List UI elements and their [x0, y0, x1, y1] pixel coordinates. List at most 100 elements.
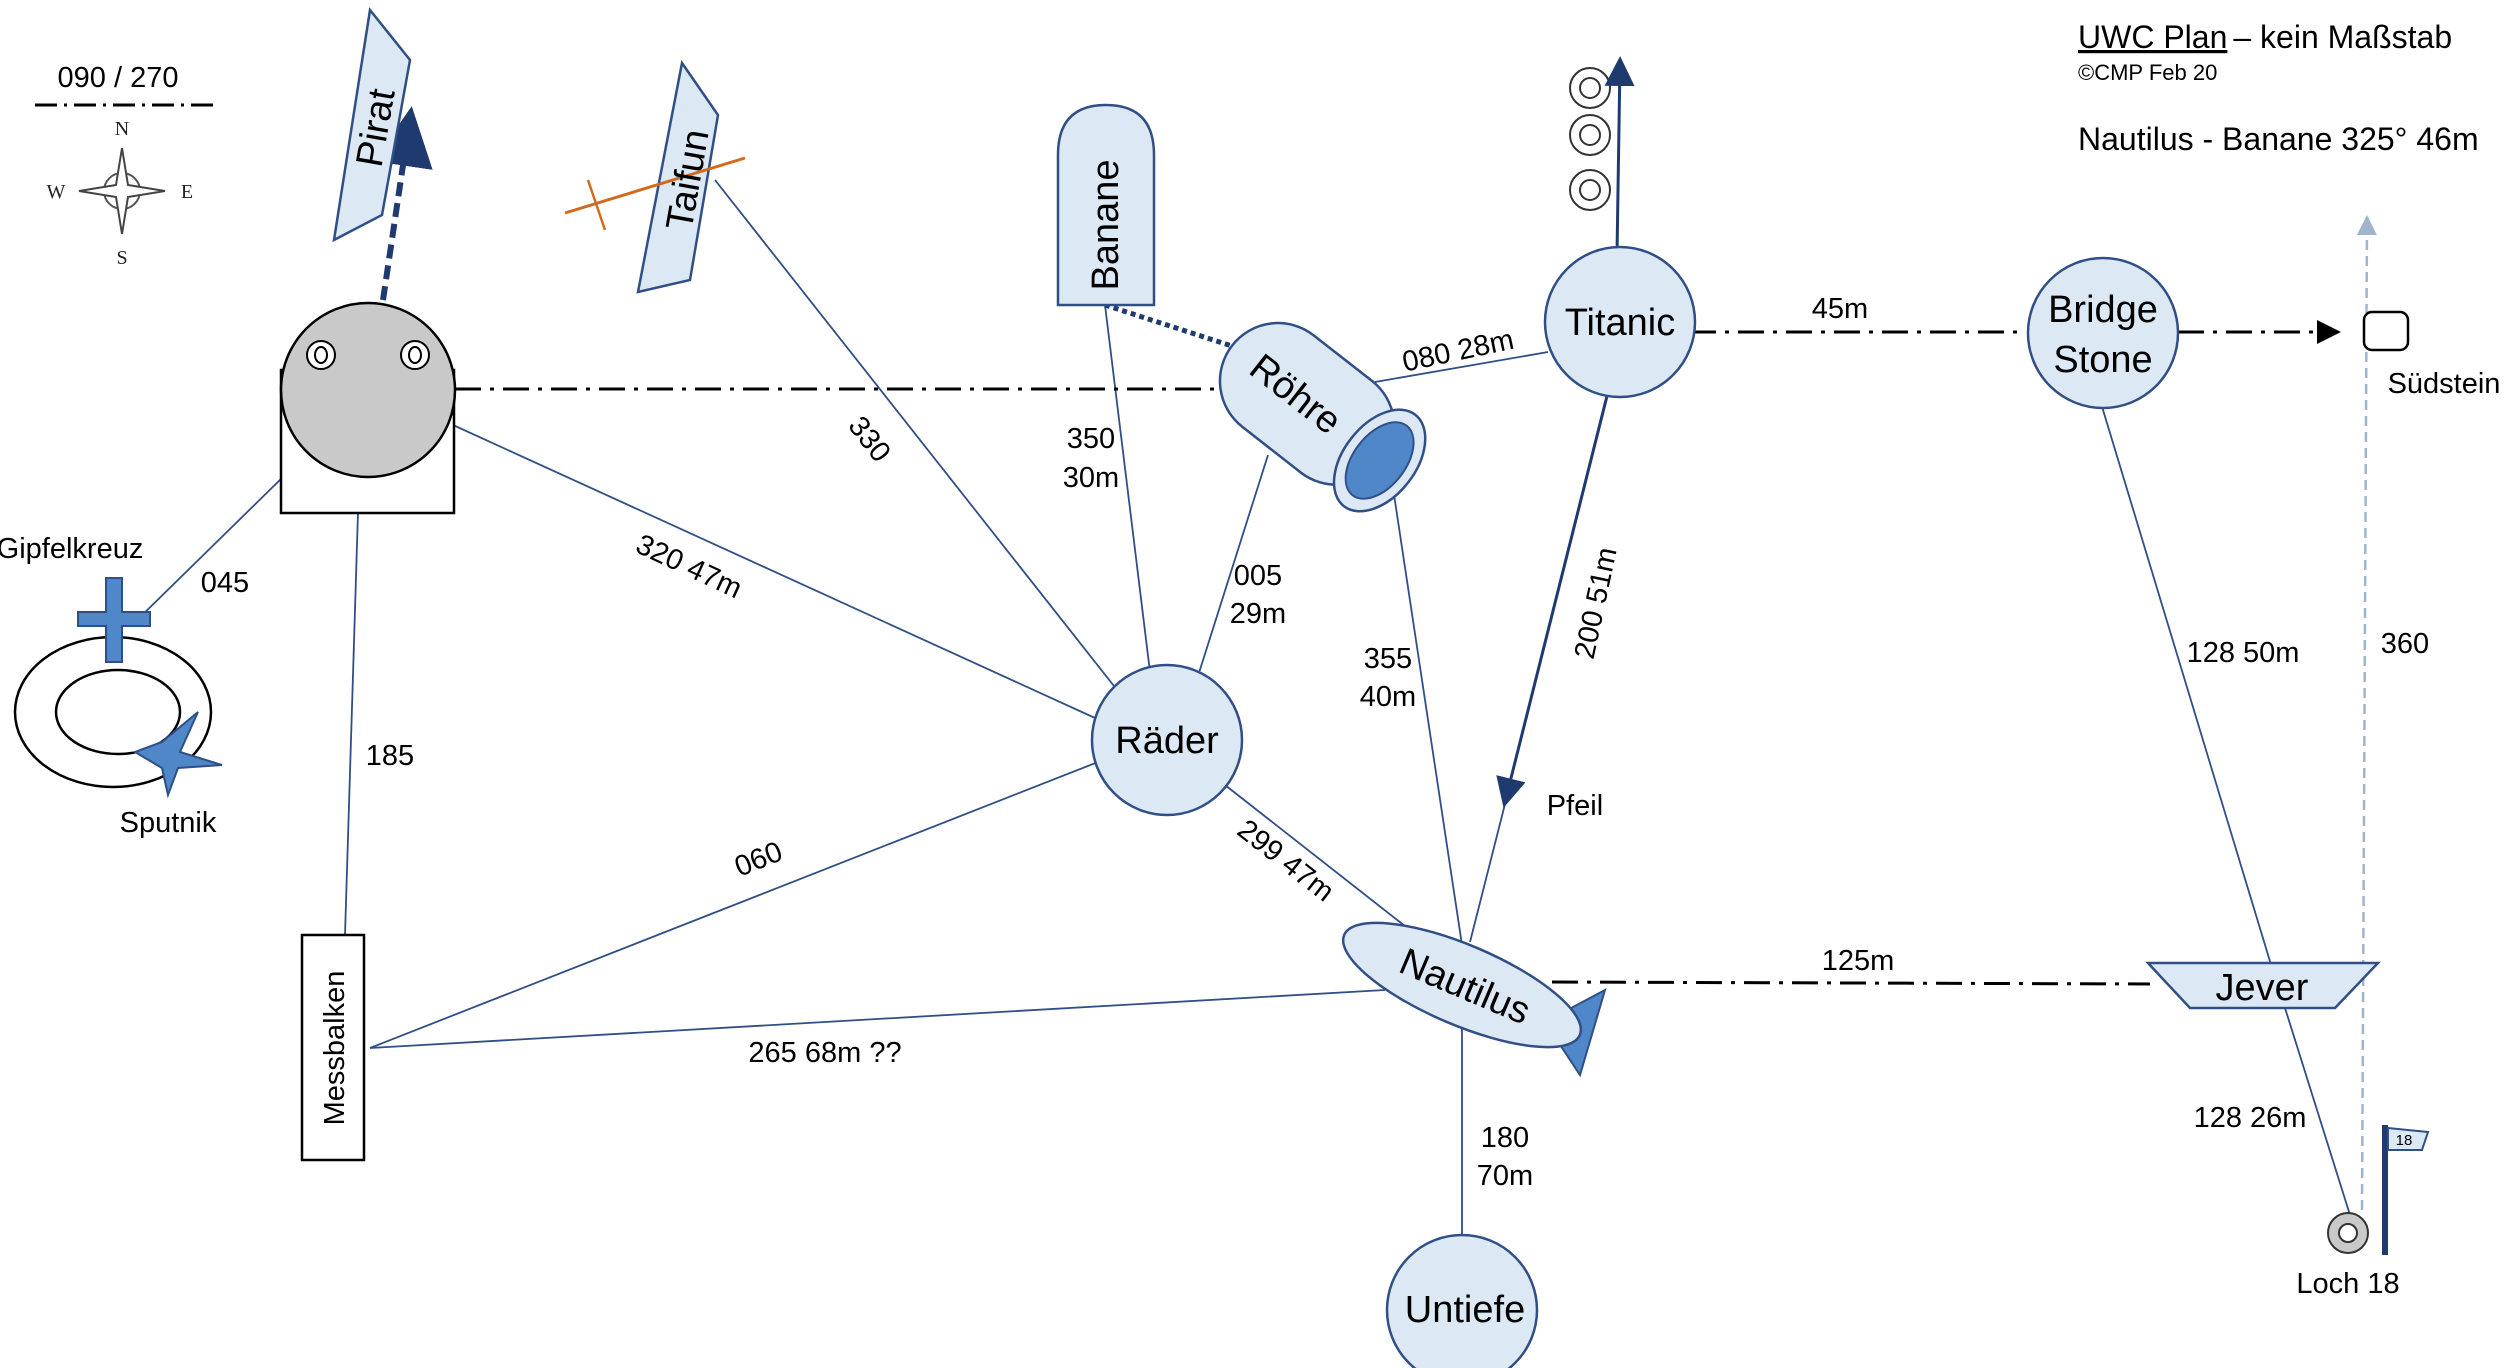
bridge-stone-node: [2026, 256, 2180, 410]
flag-icon: [2387, 1126, 2430, 1151]
label-pfeil: Pfeil: [1547, 790, 1603, 822]
label-299: 299 47m: [1231, 814, 1340, 909]
titanic-porthole-3-inner: [1579, 179, 1601, 201]
header-bearing-note: Nautilus - Banane 325° 46m: [2078, 121, 2479, 157]
edge-pirat-raeder: [452, 424, 1096, 719]
edge-roehre-nautilus: [1392, 487, 1463, 946]
label-045: 045: [201, 567, 249, 599]
loch18-label: Loch 18: [2296, 1268, 2399, 1300]
label-128-26: 128 26m: [2194, 1102, 2307, 1134]
untiefe-object: Untiefe: [1385, 1233, 1539, 1368]
compass-bearing-label: 090 / 270: [58, 62, 179, 94]
banane-shape: [1056, 103, 1156, 307]
titanic-north-arrow: [1604, 56, 1635, 256]
banane-object: Banane: [1056, 103, 1156, 307]
edge-pirat-gipfelkreuz: [131, 474, 286, 626]
untiefe-label: Untiefe: [1405, 1289, 1525, 1331]
compass-north: N: [115, 118, 129, 140]
label-060: 060: [730, 836, 787, 884]
edge-banane-roehre-dotted: [1104, 302, 1236, 350]
titanic-porthole-3: [1569, 169, 1611, 211]
titanic-label: Titanic: [1565, 302, 1676, 344]
header: UWC Plan– kein Maßstab ©CMP Feb 20 Nauti…: [2078, 19, 2479, 157]
connection-lines: [131, 179, 2377, 1243]
bridge-stone-object: Bridge Stone: [2026, 256, 2180, 410]
compass-east: E: [181, 181, 193, 203]
titanic-porthole-2-inner: [1579, 124, 1601, 146]
loch18-hole-inner: [2338, 1223, 2358, 1243]
untiefe-node: [1385, 1233, 1539, 1368]
messbalken-label: Messbalken: [319, 971, 351, 1126]
gipfelkreuz-ring-inner: [54, 668, 182, 756]
titanic-porthole-1-inner: [1579, 77, 1601, 99]
label-185: 185: [366, 740, 414, 772]
pirat-object: Pirat: [279, 7, 457, 515]
label-330: 330: [842, 411, 897, 469]
edge-titanic-nautilus: [1469, 799, 1507, 943]
suedstein-marker: [2362, 310, 2410, 352]
pirat-eye-left: [306, 340, 336, 370]
loch18-object: 18 Loch 18: [2296, 1125, 2430, 1300]
dash-dot-lines: [455, 320, 2341, 986]
pirat-eye-right-inner: [408, 346, 422, 364]
taifun-object: Taifun: [564, 59, 746, 294]
edge-roehre-raeder: [1197, 454, 1269, 677]
title-main: UWC Plan: [2078, 19, 2227, 55]
label-355-a: 355: [1364, 643, 1412, 675]
gipfelkreuz-label: Gipfelkreuz: [0, 533, 143, 565]
edge-360-bearing: [2356, 215, 2377, 1211]
edge-raeder-messbalken: [369, 761, 1099, 1049]
label-355-b: 40m: [1360, 681, 1416, 713]
gipfelkreuz-object: Gipfelkreuz Sputnik: [0, 533, 223, 839]
label-005-a: 005: [1234, 560, 1282, 592]
label-005-b: 29m: [1230, 598, 1286, 630]
edge-banane-raeder: [1104, 304, 1151, 673]
label-128-50: 128 50m: [2187, 637, 2300, 669]
sputnik-star-icon: [132, 711, 223, 799]
compass-star-icon: [78, 147, 166, 235]
label-265: 265 68m ??: [748, 1037, 901, 1069]
label-180-b: 70m: [1477, 1160, 1533, 1192]
label-320: 320 47m: [631, 528, 747, 605]
pirat-flag-shape: [332, 7, 412, 243]
edge-jever-loch18: [2284, 1007, 2351, 1216]
bridge-stone-label-2: Stone: [2053, 339, 2152, 381]
titanic-porthole-1: [1569, 67, 1611, 109]
header-copyright: ©CMP Feb 20: [2078, 60, 2217, 85]
label-180-a: 180: [1481, 1122, 1529, 1154]
messbalken-bar: [300, 933, 366, 1162]
label-200: 200 51m: [1569, 545, 1624, 662]
pirat-dome: [279, 301, 457, 479]
titanic-pfeil-arrow: [1496, 391, 1610, 808]
compass-west: W: [47, 181, 66, 203]
label-350-a: 350: [1067, 423, 1115, 455]
edge-pirat-messbalken: [344, 511, 359, 936]
messbalken-object: Messbalken: [300, 933, 366, 1162]
title-suffix: – kein Maßstab: [2233, 19, 2452, 55]
sputnik-label: Sputnik: [120, 807, 217, 839]
banane-label: Banane: [1085, 159, 1127, 290]
jever-label: Jever: [2216, 967, 2309, 1009]
raeder-object: Räder: [1090, 663, 1244, 817]
jever-shape: [2145, 961, 2381, 1010]
line-nautilus-jever: [1551, 980, 2151, 986]
roehre-opening: [1344, 421, 1415, 500]
edge-taifun-raeder: [714, 179, 1126, 701]
label-125m: 125m: [1822, 945, 1895, 977]
compass-south: S: [116, 247, 127, 269]
pirat-heading-arrow: [373, 106, 433, 301]
titanic-porthole-2: [1569, 114, 1611, 156]
label-45m: 45m: [1812, 293, 1868, 325]
edge-nautilus-messbalken: [369, 989, 1386, 1049]
raeder-label: Räder: [1115, 720, 1219, 762]
pirat-eye-left-inner: [314, 346, 328, 364]
flag-number: 18: [2396, 1132, 2413, 1149]
titanic-object: Titanic: [1496, 56, 1697, 808]
edge-bridgestone-jever: [2099, 399, 2273, 969]
bridge-stone-label-1: Bridge: [2048, 289, 2158, 331]
taifun-cross-line-2: [586, 179, 607, 231]
label-360: 360: [2381, 628, 2429, 660]
roehre-object: Röhre: [1218, 321, 1427, 513]
titanic-node: [1543, 245, 1697, 399]
